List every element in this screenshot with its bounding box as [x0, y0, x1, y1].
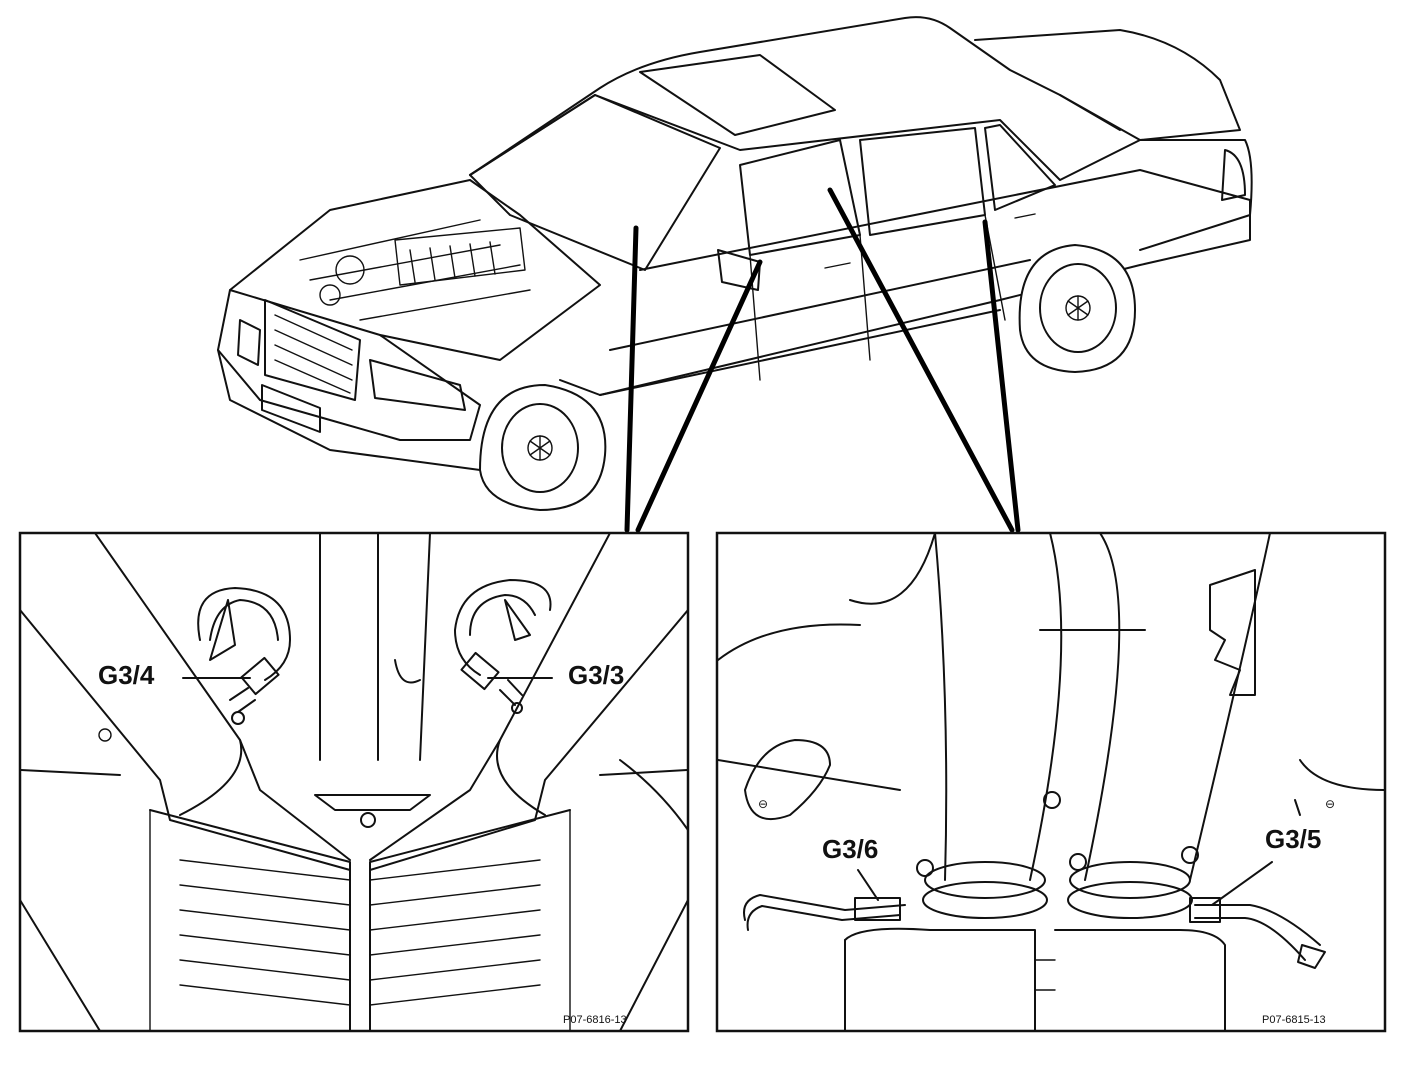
- rear-wheel: [1018, 244, 1136, 373]
- label-g3-6: G3/6: [822, 834, 878, 864]
- figure-ref-right: P07-6815-13: [1262, 1014, 1326, 1026]
- tail-light: [1221, 149, 1246, 201]
- rear-window-2: [984, 124, 1056, 211]
- label-g3-3: G3/3: [568, 660, 624, 690]
- left-detail-panel: G3/4 G3/3 P07-6816-13: [18, 531, 690, 1033]
- svg-text:⊖: ⊖: [1325, 797, 1335, 811]
- front-wheel: [479, 384, 607, 511]
- label-g3-4: G3/4: [98, 660, 155, 690]
- grille: [264, 299, 361, 401]
- windshield: [469, 94, 721, 271]
- right-detail-panel: ⊖ ⊖ G3/6 G3/5 P07-6815-13: [715, 531, 1387, 1033]
- rear-window-1: [859, 127, 986, 236]
- headlight: [369, 359, 466, 411]
- svg-text:⊖: ⊖: [758, 797, 768, 811]
- side-mirror: [717, 249, 761, 291]
- license-plate: [261, 384, 321, 433]
- car-illustration: [217, 16, 1253, 511]
- figure-ref-left: P07-6816-13: [563, 1014, 627, 1026]
- label-g3-5: G3/5: [1265, 824, 1321, 854]
- pointer-lines: [624, 187, 1021, 533]
- sunroof: [639, 54, 836, 136]
- engine-bay: [229, 179, 601, 361]
